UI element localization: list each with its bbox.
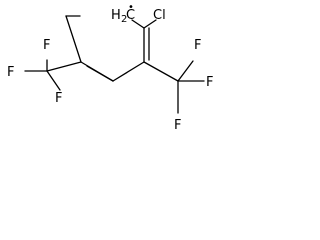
h2c-label: H <box>111 8 121 23</box>
chlorine-label: Cl <box>153 8 166 23</box>
molecule-structure: H 2 C • Cl F F F F F F <box>7 2 213 133</box>
bond-left-diene-double <box>86 65 114 82</box>
bond-left-f-bottom <box>46 70 61 91</box>
bond-ethyl-ch2-ring <box>65 15 82 63</box>
bond-left-cf3 <box>46 61 82 72</box>
h2c-subscript: 2 <box>121 14 127 25</box>
right-fluorine-right: F <box>206 75 213 90</box>
left-fluorine-left: F <box>7 65 14 80</box>
right-fluorine-top: F <box>194 38 201 53</box>
bond-right-cf3 <box>143 61 179 82</box>
bond-right-top-cl <box>143 19 157 29</box>
bond-center <box>112 61 145 82</box>
left-fluorine-top: F <box>43 38 50 53</box>
radical-dot: • <box>128 2 134 13</box>
left-fluorine-bottom: F <box>55 91 62 106</box>
h2c-carbon-label: C <box>126 8 135 23</box>
right-fluorine-bottom: F <box>174 118 181 133</box>
bond-right-f-top <box>177 60 194 82</box>
bond-right-top-ch2 <box>131 19 145 29</box>
